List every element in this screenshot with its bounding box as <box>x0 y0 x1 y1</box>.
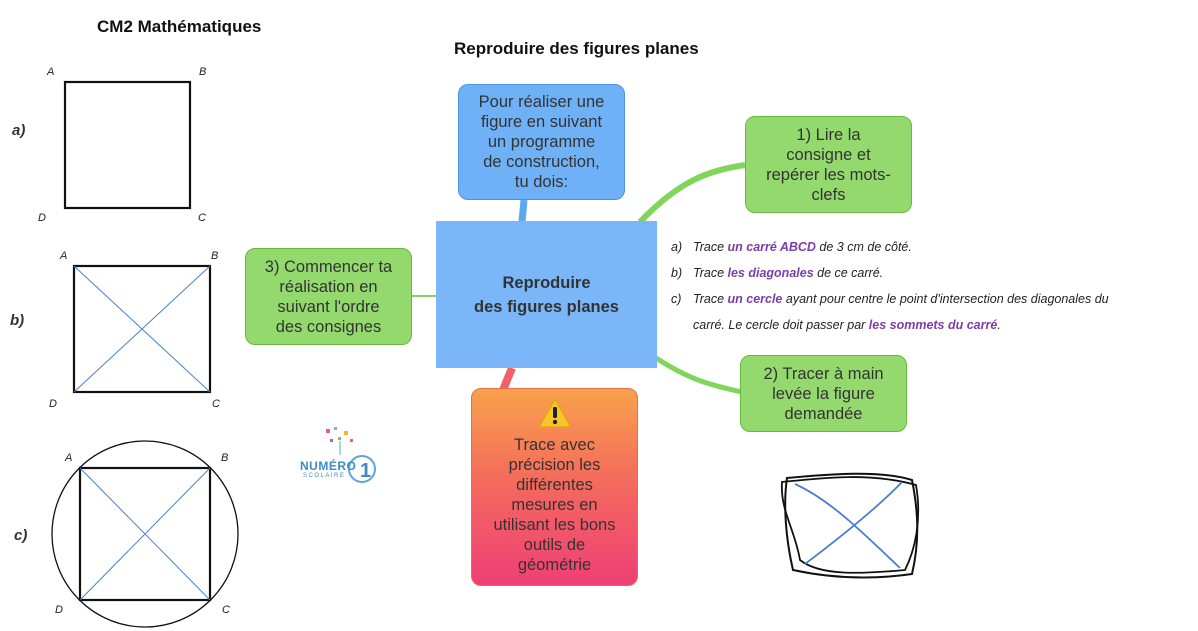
vertex-label-a: A <box>47 66 55 78</box>
node-step1-line: clefs <box>811 185 846 204</box>
node-center-line: des figures planes <box>474 297 619 316</box>
node-step1-line: consigne et <box>786 145 871 164</box>
logo-text-numero: NUMÉRO <box>300 459 357 473</box>
vertex-label-a: A <box>65 452 73 464</box>
page-title: Reproduire des figures planes <box>454 39 699 58</box>
node-warning: Trace avec précision les différentes mes… <box>471 388 638 586</box>
node-step3: 3) Commencer ta réalisation en suivant l… <box>245 248 412 345</box>
connector-step2 <box>654 355 743 395</box>
node-warning-line: différentes <box>516 476 593 494</box>
node-center: Reproduire des figures planes <box>436 221 657 368</box>
freehand-sketch <box>780 472 920 579</box>
logo-graphic: 1 <box>326 427 376 483</box>
vertex-label-a: A <box>60 250 68 262</box>
vertex-label-b: B <box>199 66 207 78</box>
node-step3-line: 3) Commencer ta <box>264 257 393 276</box>
instruction-a: a)Trace un carré ABCD de 3 cm de côté. <box>671 240 912 254</box>
row-label-a: a) <box>12 122 26 139</box>
node-top-line: Pour réaliser une <box>478 93 605 111</box>
figure-c-square <box>78 466 212 602</box>
node-step1: 1) Lire la consigne et repérer les mots-… <box>745 116 912 213</box>
node-step2-line: 2) Tracer à main <box>763 364 884 383</box>
instruction-b: b)Trace les diagonales de ce carré. <box>671 266 884 280</box>
figure-b-diagonal-bd <box>73 265 211 393</box>
node-warning-line: géométrie <box>517 556 592 574</box>
figure-c-diagonal-bd <box>79 467 211 601</box>
vertex-label-b: B <box>211 250 219 262</box>
node-top-line: un programme <box>487 133 596 151</box>
connector-warning <box>499 366 516 392</box>
figure-c-circle <box>51 440 239 628</box>
node-warning-line: utilisant les bons <box>493 516 616 534</box>
node-step2-line: demandée <box>784 404 863 423</box>
node-step1-line: 1) Lire la <box>796 125 861 144</box>
node-warning-line: outils de <box>523 536 586 554</box>
row-label-c: c) <box>14 527 28 544</box>
node-step3-line: des consignes <box>275 317 382 336</box>
node-step1-line: repérer les mots- <box>766 165 891 184</box>
node-step3-line: suivant l'ordre <box>277 297 380 316</box>
node-warning-line: précision les <box>508 456 601 474</box>
page-subject-title: CM2 Mathématiques <box>97 17 262 36</box>
instruction-c-continued: carré. Le cercle doit passer par les som… <box>693 318 1001 332</box>
row-label-b: b) <box>10 312 25 329</box>
numero-scolaire-logo: 1 NUMÉRO SCOLAIRE <box>300 425 380 495</box>
vertex-label-b: B <box>221 452 229 464</box>
connector-top <box>518 199 528 223</box>
vertex-label-c: C <box>212 398 220 410</box>
node-top-line: tu dois: <box>514 173 569 191</box>
node-warning-line: mesures en <box>511 496 598 514</box>
svg-text:1: 1 <box>360 460 371 482</box>
vertex-label-c: C <box>222 604 230 616</box>
instruction-c: c)Trace un cercle ayant pour centre le p… <box>671 292 1109 306</box>
vertex-label-d: D <box>38 212 46 224</box>
node-step3-line: réalisation en <box>279 277 378 296</box>
figure-a-square <box>63 80 192 210</box>
vertex-label-d: D <box>49 398 57 410</box>
node-center-line: Reproduire <box>502 273 591 292</box>
node-step2: 2) Tracer à main levée la figure demandé… <box>740 355 907 432</box>
node-warning-line: Trace avec <box>513 436 595 454</box>
node-top-line: de construction, <box>483 153 600 171</box>
node-top-line: figure en suivant <box>480 113 603 131</box>
figure-b-square <box>72 264 212 394</box>
warning-icon <box>537 398 572 428</box>
node-top-intro: Pour réaliser une figure en suivant un p… <box>458 84 625 200</box>
logo-text-scolaire: SCOLAIRE <box>303 473 346 479</box>
node-step2-line: levée la figure <box>772 384 875 403</box>
connector-step1 <box>637 162 746 225</box>
vertex-label-d: D <box>55 604 63 616</box>
vertex-label-c: C <box>198 212 206 224</box>
